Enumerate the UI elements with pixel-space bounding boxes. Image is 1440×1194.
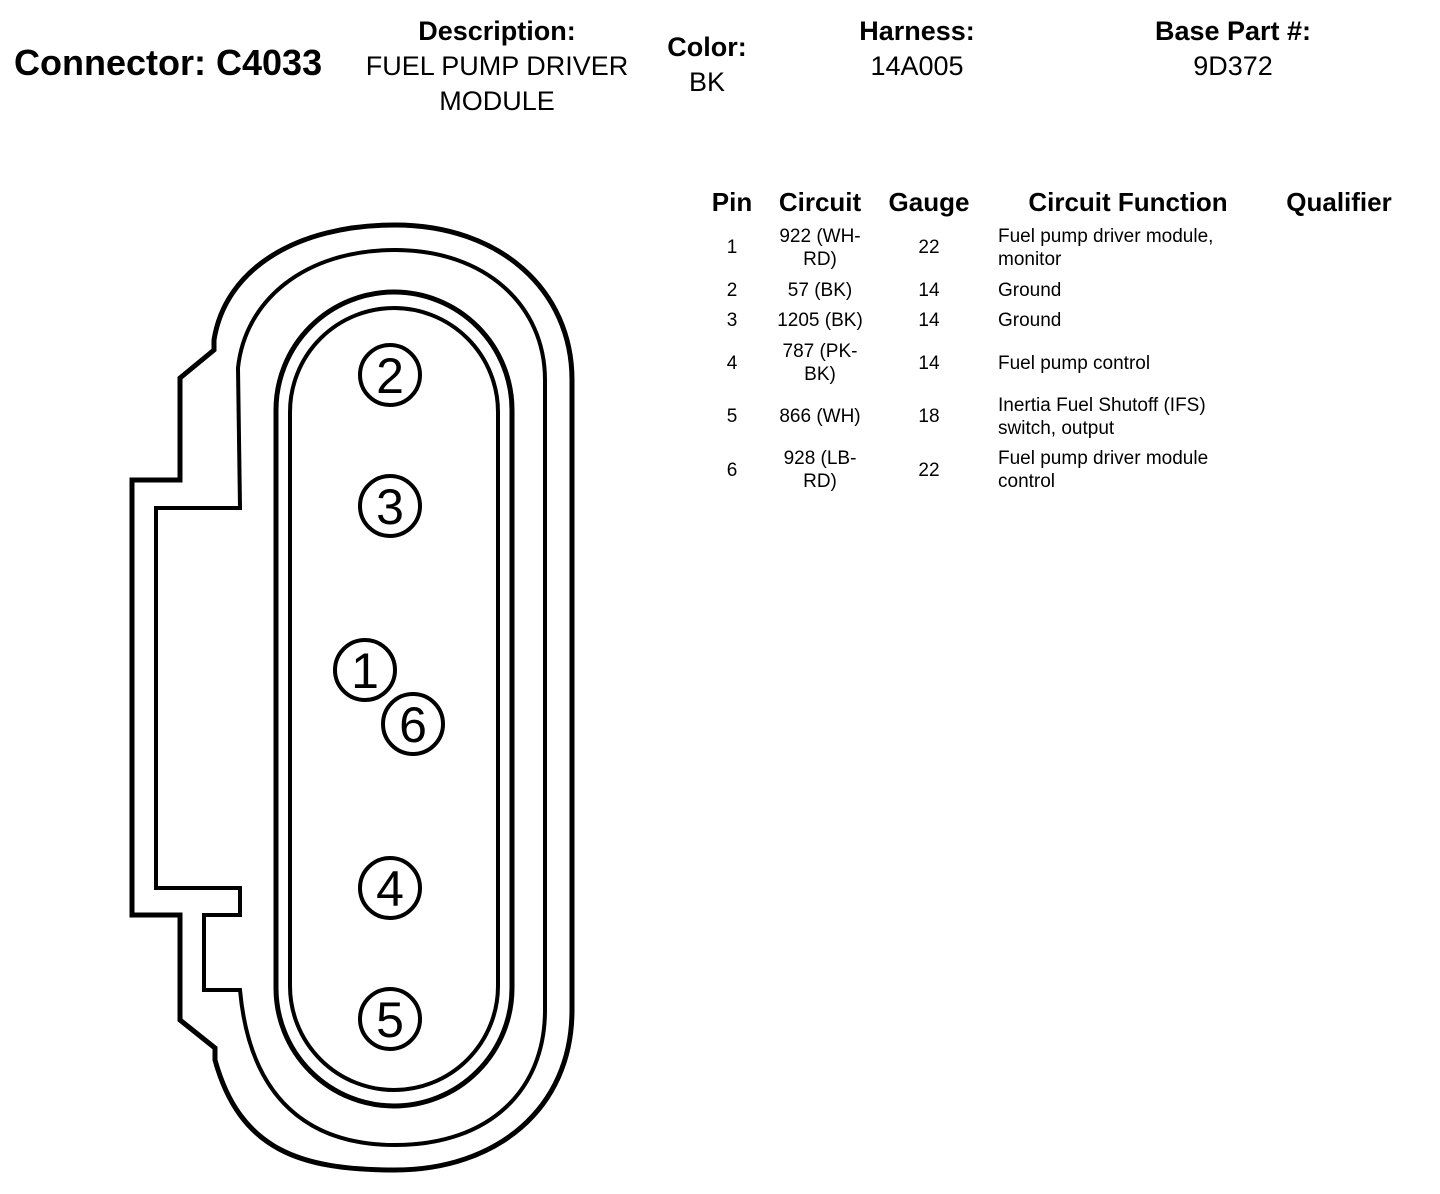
pin-1-label: 1 [351,643,379,699]
cell-function: Ground [998,279,1062,301]
pin-3-label: 3 [376,479,404,535]
pin-6-label: 6 [399,697,427,753]
description-value-line1: FUEL PUMP DRIVER [365,51,629,82]
base-part-value: 9D372 [1193,51,1273,82]
harness-block: Harness: 14A005 [817,16,1017,82]
circuit-line2: RD) [803,248,837,270]
cell-circuit: 922 (WH-RD) [764,222,876,276]
connector-id: C4033 [216,42,323,83]
cell-gauge: 22 [918,459,940,481]
connector-housing-inner [154,247,547,1148]
pin-4-marker [358,856,422,920]
col-header-circuit-function: Circuit Function [1028,186,1228,217]
cell-gauge: 18 [918,406,940,428]
cell-qualifier [1274,337,1404,391]
table-row: 5 866 (WH) 18 Inertia Fuel Shutoff (IFS)… [700,391,1404,445]
cell-gauge: 14 [918,352,940,374]
col-header-gauge: Gauge [888,186,970,217]
col-header-pin: Pin [711,186,753,217]
cell-function: Fuel pump control [998,352,1151,374]
description-value-line2: MODULE [439,86,555,117]
cell-pin: 6 [726,459,738,481]
table-row: 3 1205 (BK) 14 Ground [700,306,1404,337]
base-part-block: Base Part #: 9D372 [1113,16,1353,82]
cell-pin: 4 [726,352,738,374]
cell-pin: 3 [726,310,738,332]
cell-pin: 1 [726,237,738,259]
function-line2: control [998,471,1056,493]
pin-5-marker [358,987,422,1051]
pin-3-marker [358,474,422,538]
cell-qualifier [1274,222,1404,276]
cell-gauge: 22 [918,237,940,259]
circuit-line2: BK) [804,363,836,385]
cell-function: Fuel pump driver module,monitor [982,222,1274,276]
circuit-line2: RD) [803,471,837,493]
cell-circuit: 1205 (BK) [777,310,863,332]
cell-qualifier [1274,444,1404,498]
table-row: 6 928 (LB-RD) 22 Fuel pump driver module… [700,444,1404,498]
terminal-cavity-inner [288,306,500,1092]
pin-5-label: 5 [376,992,404,1048]
cell-circuit: 866 (WH) [779,406,861,428]
circuit-line1: 928 (LB- [783,448,857,470]
col-header-qualifier: Qualifier [1286,186,1392,217]
description-label: Description: [418,16,576,46]
table-row: 1 922 (WH-RD) 22 Fuel pump driver module… [700,222,1404,276]
cell-pin: 5 [726,406,738,428]
function-line1: Inertia Fuel Shutoff (IFS) [998,394,1206,416]
col-header-circuit: Circuit [778,186,862,217]
connector-title: Connector: C4033 [14,42,322,84]
connector-face-diagram: 2 3 1 6 4 5 [129,222,575,1173]
pin-6-marker [381,692,445,756]
cell-gauge: 14 [918,279,940,301]
cell-qualifier [1274,306,1404,337]
color-label: Color: [667,32,747,62]
function-line2: monitor [998,248,1062,270]
pin-4-label: 4 [376,861,404,917]
harness-value: 14A005 [870,51,964,82]
cell-qualifier [1274,276,1404,307]
pin-table: Pin Circuit Gauge Circuit Function Quali… [700,182,1404,498]
circuit-line1: 922 (WH- [779,226,861,247]
table-row: 4 787 (PK-BK) 14 Fuel pump control [700,337,1404,391]
pin-2-marker [358,343,422,407]
cell-circuit: 928 (LB-RD) [764,444,876,498]
color-block: Color: BK [652,32,762,98]
base-part-label: Base Part #: [1154,16,1312,46]
pin-table-header-row: Pin Circuit Gauge Circuit Function Quali… [700,182,1404,222]
function-line1: Fuel pump driver module [998,448,1209,470]
cell-gauge: 14 [918,310,940,332]
function-line1: Fuel pump driver module, [998,226,1214,247]
description-block: Description: FUEL PUMP DRIVER MODULE [352,16,642,117]
terminal-cavity-outer [273,289,515,1109]
pin-1-marker [333,638,397,702]
color-value: BK [688,67,726,98]
circuit-line1: 787 (PK- [782,341,858,363]
connector-housing-outer [129,222,575,1173]
table-row: 2 57 (BK) 14 Ground [700,276,1404,307]
cell-circuit: 787 (PK-BK) [764,337,876,391]
connector-label: Connector: [14,42,206,83]
cell-pin: 2 [726,279,738,301]
pin-2-label: 2 [376,348,404,404]
cell-qualifier [1274,391,1404,445]
cell-circuit: 57 (BK) [787,279,853,301]
cell-function: Ground [998,310,1062,332]
cell-function: Inertia Fuel Shutoff (IFS)switch, output [982,391,1274,445]
function-line2: switch, output [998,417,1115,439]
harness-label: Harness: [859,16,975,46]
